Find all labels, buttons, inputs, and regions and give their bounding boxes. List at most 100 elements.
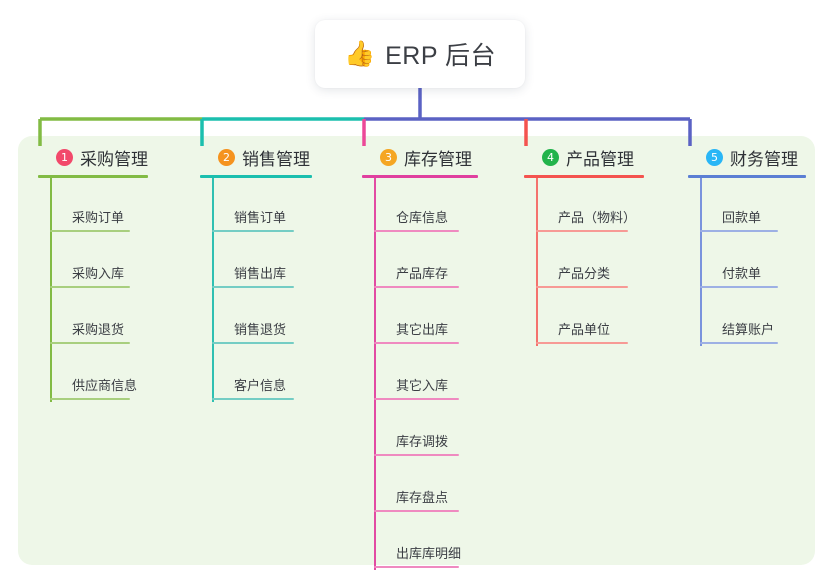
leaf-label: 采购退货 [72,322,125,337]
branch-label-5: 财务管理 [730,149,798,169]
leaf-spine-1 [50,178,52,402]
thumbs-up-icon: 👍 [343,39,376,68]
root-title: ERP 后台 [385,42,497,70]
branch-2[interactable]: 2 销售管理销售订单销售出库销售退货客户信息 [200,144,312,402]
leaf-rule [700,286,778,288]
leaf-label: 其它入库 [396,378,449,393]
leaf-rule [374,398,459,400]
leaf-spine-3 [374,178,376,570]
leaf-list-5: 回款单付款单结算账户 [700,178,806,346]
leaf-item[interactable]: 仓库信息 [374,178,478,234]
branch-head-3[interactable]: 3 库存管理 [362,144,478,170]
leaf-list-1: 采购订单采购入库采购退货供应商信息 [50,178,148,402]
leaf-rule [536,342,628,344]
leaf-label: 其它出库 [396,322,449,337]
leaf-item[interactable]: 供应商信息 [50,346,148,402]
branch-label-2: 销售管理 [242,149,310,169]
leaf-list-3: 仓库信息产品库存其它出库其它入库库存调拨库存盘点出库库明细 [374,178,478,570]
leaf-item[interactable]: 产品分类 [536,234,644,290]
branch-badge-2: 2 [218,148,235,166]
leaf-list-2: 销售订单销售出库销售退货客户信息 [212,178,312,402]
root-node[interactable]: 👍 ERP 后台 [315,20,525,88]
branch-rule-4 [524,175,644,178]
branch-label-4: 产品管理 [566,149,634,169]
leaf-rule [212,230,294,232]
branch-3[interactable]: 3 库存管理仓库信息产品库存其它出库其它入库库存调拨库存盘点出库库明细 [362,144,478,570]
leaf-label: 产品（物料） [558,210,637,225]
leaf-label: 结算账户 [722,322,775,337]
leaf-item[interactable]: 销售退货 [212,290,312,346]
leaf-item[interactable]: 客户信息 [212,346,312,402]
leaf-item[interactable]: 其它入库 [374,346,478,402]
leaf-label: 供应商信息 [72,378,138,393]
leaf-label: 产品单位 [558,322,611,337]
leaf-rule [374,454,459,456]
leaf-item[interactable]: 销售出库 [212,234,312,290]
leaf-rule [374,566,459,568]
leaf-item[interactable]: 采购退货 [50,290,148,346]
leaf-label: 库存调拨 [396,434,449,449]
leaf-item[interactable]: 其它出库 [374,290,478,346]
branches-panel [18,136,815,565]
branch-rule-3 [362,175,478,178]
leaf-list-4: 产品（物料） 产品分类产品单位 [536,178,644,346]
leaf-label: 销售订单 [234,210,287,225]
branch-badge-1: 1 [56,148,73,166]
leaf-rule [374,342,459,344]
leaf-item[interactable]: 库存调拨 [374,402,478,458]
leaf-item[interactable]: 产品（物料） [536,178,644,234]
leaf-spine-4 [536,178,538,346]
branch-5[interactable]: 5 财务管理回款单付款单结算账户 [688,144,806,346]
branch-head-2[interactable]: 2 销售管理 [200,144,312,170]
branch-4[interactable]: 4 产品管理产品（物料） 产品分类产品单位 [524,144,644,346]
branch-head-5[interactable]: 5 财务管理 [688,144,806,170]
leaf-rule [50,230,130,232]
leaf-item[interactable]: 销售订单 [212,178,312,234]
branch-rule-5 [688,175,806,178]
leaf-item[interactable]: 采购订单 [50,178,148,234]
leaf-rule [536,286,628,288]
branch-head-1[interactable]: 1 采购管理 [38,144,148,170]
branch-badge-4: 4 [542,148,559,166]
leaf-rule [374,286,459,288]
leaf-rule [374,230,459,232]
leaf-label: 销售退货 [234,322,287,337]
leaf-rule [536,230,628,232]
branch-label-1: 采购管理 [80,149,148,169]
leaf-label: 回款单 [722,210,762,225]
branch-rule-2 [200,175,312,178]
leaf-item[interactable]: 回款单 [700,178,806,234]
leaf-item[interactable]: 结算账户 [700,290,806,346]
leaf-label: 出库库明细 [396,546,462,561]
leaf-rule [50,398,130,400]
leaf-item[interactable]: 产品单位 [536,290,644,346]
branch-label-3: 库存管理 [404,149,472,169]
leaf-spine-5 [700,178,702,346]
leaf-label: 采购订单 [72,210,125,225]
leaf-label: 库存盘点 [396,490,449,505]
leaf-label: 产品库存 [396,266,449,281]
leaf-item[interactable]: 库存盘点 [374,458,478,514]
branch-head-4[interactable]: 4 产品管理 [524,144,644,170]
leaf-rule [700,230,778,232]
leaf-label: 产品分类 [558,266,611,281]
leaf-item[interactable]: 采购入库 [50,234,148,290]
leaf-rule [212,398,294,400]
branch-rule-1 [38,175,148,178]
leaf-rule [374,510,459,512]
leaf-spine-2 [212,178,214,402]
branch-badge-5: 5 [706,148,723,166]
branch-1[interactable]: 1 采购管理采购订单采购入库采购退货供应商信息 [38,144,148,402]
leaf-label: 客户信息 [234,378,287,393]
leaf-label: 付款单 [722,266,762,281]
leaf-rule [212,286,294,288]
leaf-label: 采购入库 [72,266,125,281]
leaf-rule [212,342,294,344]
leaf-item[interactable]: 产品库存 [374,234,478,290]
branch-badge-3: 3 [380,148,397,166]
leaf-item[interactable]: 出库库明细 [374,514,478,570]
leaf-rule [50,342,130,344]
leaf-label: 仓库信息 [396,210,449,225]
leaf-item[interactable]: 付款单 [700,234,806,290]
